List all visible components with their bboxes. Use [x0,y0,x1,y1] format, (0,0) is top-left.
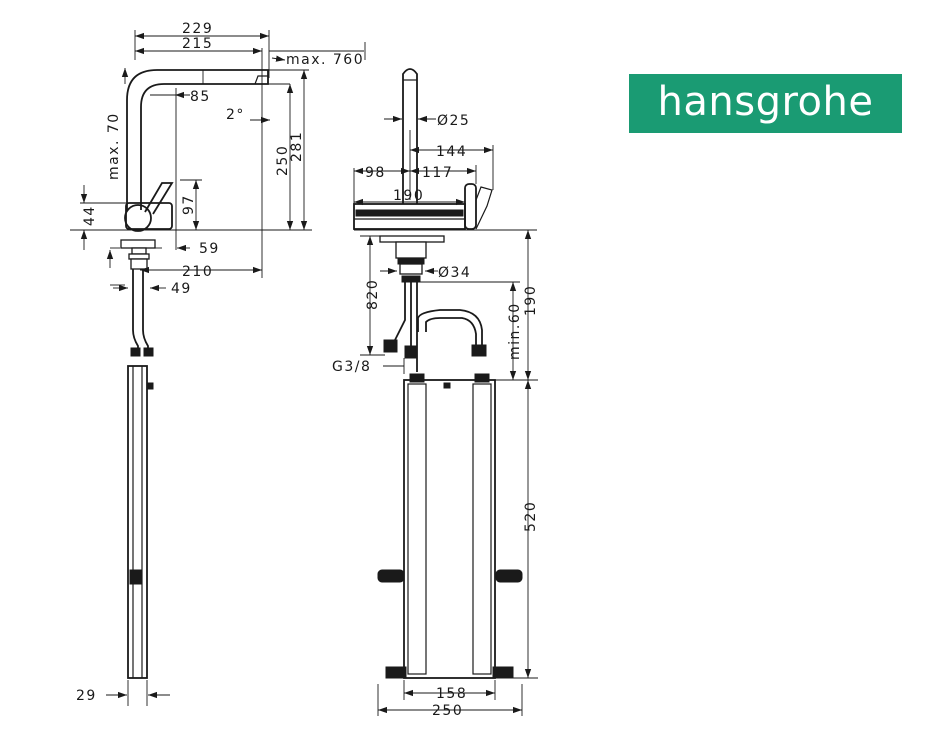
front-hoses [394,282,406,341]
dim-min-60: min.60 [507,302,523,360]
dim-29: 29 [76,688,97,704]
dim-49: 49 [171,281,192,297]
mixer-cap [124,204,152,232]
dim-diameter-34: Ø34 [438,265,471,281]
dim-97: 97 [181,194,197,215]
dim-angle: 2° [226,107,245,123]
brand-logo: hansgrohe [629,74,902,133]
side-dimension-lines [70,30,366,706]
dim-98: 98 [365,165,386,181]
cabinet-side [127,365,148,679]
dim-thread: G3/8 [332,359,371,375]
dim-max-760: max. 760 [286,52,364,68]
dim-520: 520 [523,501,539,532]
dim-215: 215 [182,36,213,52]
dim-229: 229 [182,21,213,37]
brand-logo-text: hansgrohe [657,78,874,125]
dim-190-height: 190 [523,285,539,316]
dim-117: 117 [422,165,453,181]
dim-158: 158 [436,686,467,702]
front-dimension-lines [353,115,538,716]
base-plate [120,239,156,249]
lever [144,182,174,215]
dim-44: 44 [82,205,98,226]
bracket-left [377,569,405,583]
cabinet-front [403,379,496,679]
dim-820: 820 [365,279,381,310]
dim-210: 210 [182,264,213,280]
side-view: 229 215 max. 760 85 2° max. 70 250 281 9… [70,21,366,706]
dim-144: 144 [436,144,467,160]
lever-front [464,183,477,230]
front-view: Ø25 144 98 117 190 Ø34 820 min.60 190 G3… [332,68,539,719]
dim-59: 59 [199,241,220,257]
dim-250-width: 250 [432,703,463,719]
dim-250: 250 [275,145,291,176]
dim-85: 85 [190,89,211,105]
spout-front [402,68,418,204]
dim-190-width: 190 [393,188,424,204]
spout-body [126,69,269,210]
dim-281: 281 [289,131,305,162]
hoses [132,269,139,350]
bracket-right [495,569,523,583]
dim-diameter-25: Ø25 [437,113,470,129]
dim-max-70: max. 70 [106,112,122,180]
